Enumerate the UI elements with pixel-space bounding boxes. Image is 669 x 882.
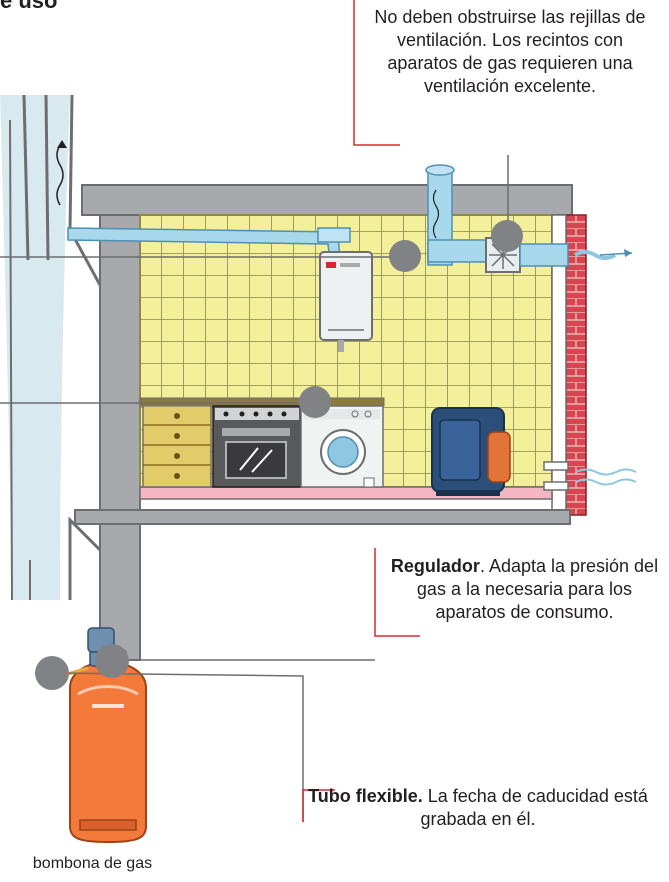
kitchen-cabinets xyxy=(139,397,385,488)
marker-hose xyxy=(35,656,69,690)
callout-regulator-term: Regulador xyxy=(390,556,480,576)
ventilation-duct xyxy=(425,164,633,273)
callout-regulator: Regulador. Adapta la presión del gas a l… xyxy=(380,555,669,624)
marker-boiler xyxy=(389,240,421,272)
floor-slab xyxy=(74,509,571,525)
callout-hose-term: Tubo flexible. xyxy=(308,786,423,806)
marker-regulator xyxy=(95,644,129,678)
wall-boiler xyxy=(319,251,373,352)
callout-markers xyxy=(35,220,523,690)
building-wall xyxy=(99,189,141,661)
gas-oven xyxy=(212,405,302,488)
marker-oven xyxy=(299,386,331,418)
callout-ventilation: No deben obstruirse las rejillas de vent… xyxy=(360,6,660,98)
leader-lines xyxy=(0,0,509,822)
callout-regulator-text: . Adapta la presión del gas a la necesar… xyxy=(416,556,659,622)
cylinder-label: bombona de gas xyxy=(32,855,153,872)
gas-space-heater xyxy=(431,407,511,496)
boiler-flue-pipe xyxy=(67,227,351,263)
ceiling-slab xyxy=(81,184,573,216)
marker-vent xyxy=(491,220,523,252)
callout-hose: Tubo flexible. La fecha de caducidad est… xyxy=(308,785,648,831)
heading-fragment: e uso xyxy=(0,0,58,13)
heater-exhaust xyxy=(543,461,637,491)
washing-machine xyxy=(300,405,384,488)
callout-hose-text: La fecha de caducidad está grabada en él… xyxy=(420,786,648,829)
